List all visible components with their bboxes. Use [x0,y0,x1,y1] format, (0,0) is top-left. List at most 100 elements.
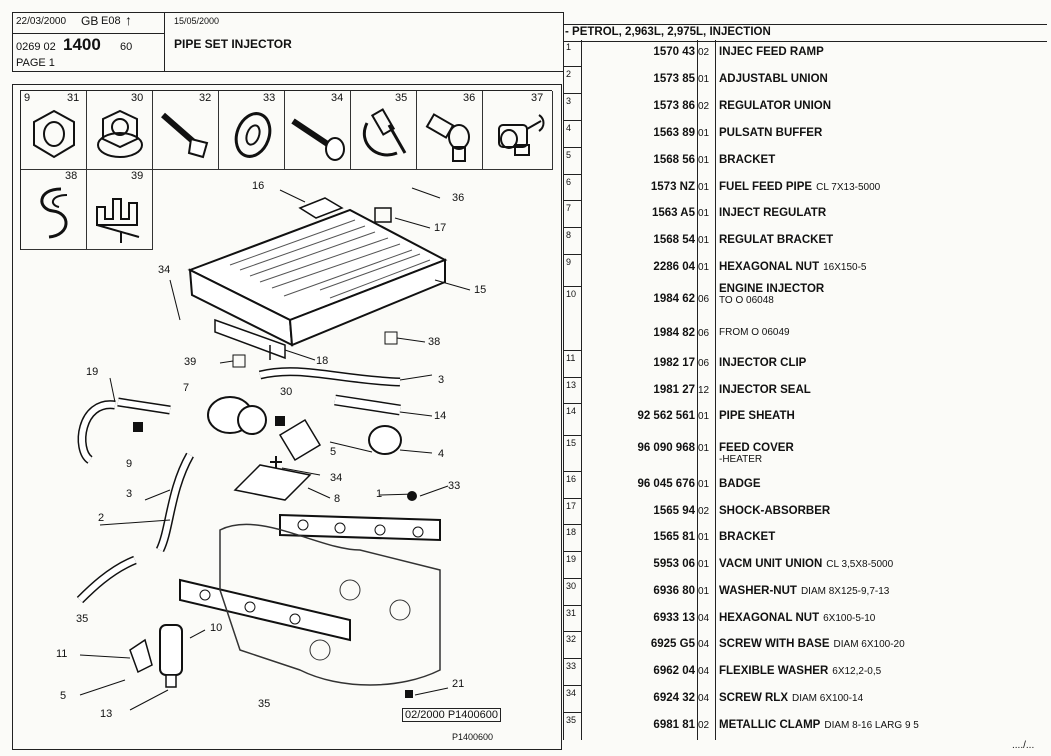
icon-number: 37 [531,92,544,104]
part-description: FROM O 06049 [719,327,790,338]
part-quantity: 12 [698,385,710,396]
callout-35b: 35 [258,698,271,710]
part-description-text: SCREW WITH BASE [719,638,830,650]
part-reference: 1563 A5 [651,207,695,219]
part-description-text: HEXAGONAL NUT [719,612,820,624]
part-quantity: 01 [698,128,710,139]
part-quantity: 01 [698,411,710,422]
part-quantity: 02 [698,47,710,58]
icon-number: 33 [263,92,276,104]
icon-cell-9-31: 9 31 [21,91,87,169]
shock-absorber-icon [425,113,470,162]
part-reference: 1563 89 [653,127,695,139]
part-quantity: 01 [698,443,710,454]
flange-nut-icon [97,109,143,158]
part-description-detail: CL 7X13-5000 [816,182,881,193]
callout-19: 19 [86,366,99,378]
row-number: 35 [566,715,577,725]
row-number: 30 [566,581,577,591]
icon-number: 36 [463,92,476,104]
callout-4: 4 [438,448,445,460]
row-number: 19 [566,554,577,564]
callout-9: 9 [126,458,133,470]
icon-number: 38 [65,170,78,182]
title-box: 15/05/2000 PIPE SET INJECTOR [164,12,564,72]
part-reference: 1573 86 [653,100,695,112]
part-description-detail: 6X12,2-0,5 [832,666,882,677]
part-description: BRACKET [719,154,775,166]
icon-cell-37: 37 [483,91,553,169]
part-quantity: 04 [698,666,710,677]
part-description-text: VACM UNIT UNION [719,558,823,570]
callout-36: 36 [452,192,465,204]
part-description: REGULATOR UNION [719,100,831,112]
part-description-detail: CL 3,5X8-5000 [826,559,894,570]
part-reference: 1568 54 [653,234,695,246]
engine-header: - PETROL, 2,963L, 2,975L, INJECTION [563,24,1047,42]
icon-number: 31 [67,92,80,104]
part-description-detail: FROM O 06049 [719,327,790,338]
part-description: PIPE SHEATH [719,410,795,422]
row-number: 2 [566,69,572,79]
part-description-text: SCREW RLX [719,692,788,704]
part-description-text: WASHER-NUT [719,585,797,597]
part-reference: 2286 04 [653,261,695,273]
row-number: 33 [566,661,577,671]
icon-number: 30 [131,92,144,104]
part-description-detail: DIAM 6X100-20 [833,639,905,650]
part-quantity: 01 [698,182,710,193]
part-reference: 5953 06 [653,558,695,570]
part-reference: 6981 81 [653,719,695,731]
row-number: 15 [566,438,577,448]
header-ref-big: 1400 [63,35,101,54]
diagram-reference: 02/2000 P1400600 [402,708,501,722]
row-number: 3 [566,96,572,106]
part-description: BRACKET [719,531,775,543]
callout-34b: 34 [330,472,343,484]
icon-cell-35: 35 [351,91,417,169]
part-description-text: INJECTOR SEAL [719,384,811,396]
part-reference: 6924 32 [653,692,695,704]
header-page: PAGE 1 [16,57,55,69]
icon-cell-30: 30 [87,91,153,169]
union-icon [498,114,545,156]
part-description-text: REGULATOR UNION [719,100,832,112]
callout-5b: 5 [60,690,67,702]
part-description-text: FUEL FEED PIPE [719,181,813,193]
callout-13: 13 [100,708,113,720]
part-reference: 1565 94 [653,505,695,517]
icon-cell-38: 38 [21,169,87,249]
part-reference: 6933 13 [653,612,695,624]
part-quantity: 01 [698,479,710,490]
part-description: INJEC FEED RAMP [719,46,824,58]
part-description-text: INJECT REGULATR [719,207,827,219]
callout-1: 1 [376,488,383,500]
header-date: 22/03/2000 [16,16,67,27]
clamp-icon [362,108,407,157]
part-quantity: 01 [698,262,710,273]
part-quantity: 01 [698,74,710,85]
part-description-detail: -HEATER [719,454,763,465]
part-reference: 1573 85 [653,73,695,85]
icon-cell-39: 39 [87,169,153,249]
part-reference: 1573 NZ [650,181,695,193]
part-description-text: PIPE SHEATH [719,410,795,422]
part-description: PULSATN BUFFER [719,127,822,139]
part-quantity: 02 [698,506,710,517]
row-number: 8 [566,230,572,240]
part-quantity: 01 [698,559,710,570]
callout-8: 8 [334,493,341,505]
